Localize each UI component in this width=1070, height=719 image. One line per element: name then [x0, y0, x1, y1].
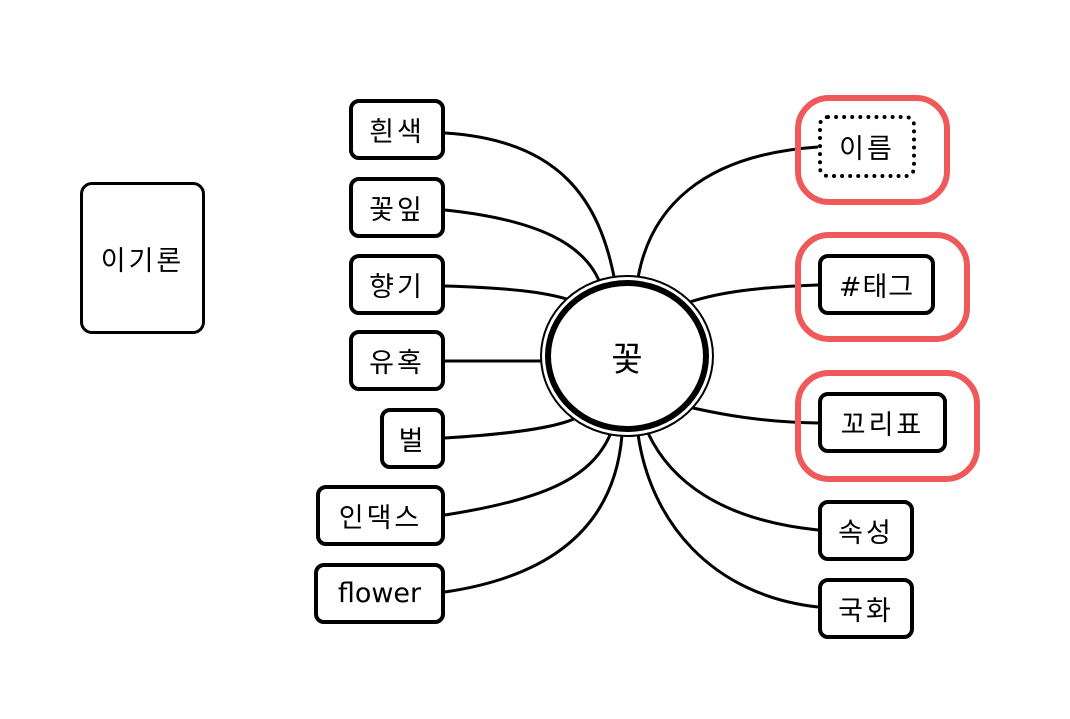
node-label: 향기 — [369, 272, 425, 303]
node-sokseong[interactable]: 속성 — [818, 500, 914, 561]
link-ireum — [636, 145, 819, 279]
node-ireum[interactable]: 이름 — [818, 115, 916, 178]
node-label: 꽃잎 — [369, 195, 425, 226]
link-gukhwa — [636, 433, 819, 609]
link-hwinsaek — [444, 131, 617, 283]
node-tag[interactable]: #태그 — [818, 254, 935, 315]
node-beol[interactable]: 벌 — [380, 408, 445, 469]
node-kkoripyo[interactable]: 꼬리표 — [818, 392, 947, 453]
highlight-cloud-tail — [795, 370, 980, 482]
node-kkochip[interactable]: 꽃잎 — [349, 177, 445, 238]
center-node-label: 꽃 — [611, 339, 643, 380]
node-label: flower — [337, 578, 422, 609]
node-label: 이름 — [839, 134, 895, 165]
link-kkochip — [444, 208, 602, 284]
link-sokseong — [646, 432, 819, 532]
link-indaekseu — [444, 434, 612, 517]
node-label: 벌 — [398, 426, 427, 457]
node-gukhwa[interactable]: 국화 — [818, 578, 914, 639]
node-indaekseu[interactable]: 인댁스 — [316, 485, 445, 546]
center-node[interactable]: 꽃 — [545, 280, 709, 432]
side-card-label: 이기론 — [100, 245, 185, 277]
node-label: #태그 — [838, 272, 915, 303]
highlight-cloud-tag — [795, 232, 970, 342]
side-card[interactable]: 이기론 — [80, 182, 205, 334]
node-label: 꼬리표 — [840, 410, 925, 441]
node-label: 인댁스 — [338, 503, 423, 534]
link-flower — [444, 434, 624, 594]
node-label: 흰색 — [369, 117, 425, 148]
link-hyanggi — [444, 284, 571, 302]
link-beol — [444, 416, 577, 440]
node-label: 유혹 — [369, 348, 425, 379]
node-hwinsaek[interactable]: 흰색 — [349, 99, 445, 160]
node-flower[interactable]: flower — [314, 563, 445, 624]
node-label: 속성 — [838, 518, 894, 549]
node-label: 국화 — [838, 596, 894, 627]
node-hyanggi[interactable]: 향기 — [349, 254, 445, 315]
node-yuhok[interactable]: 유혹 — [349, 330, 445, 391]
highlight-cloud-name — [795, 95, 950, 205]
